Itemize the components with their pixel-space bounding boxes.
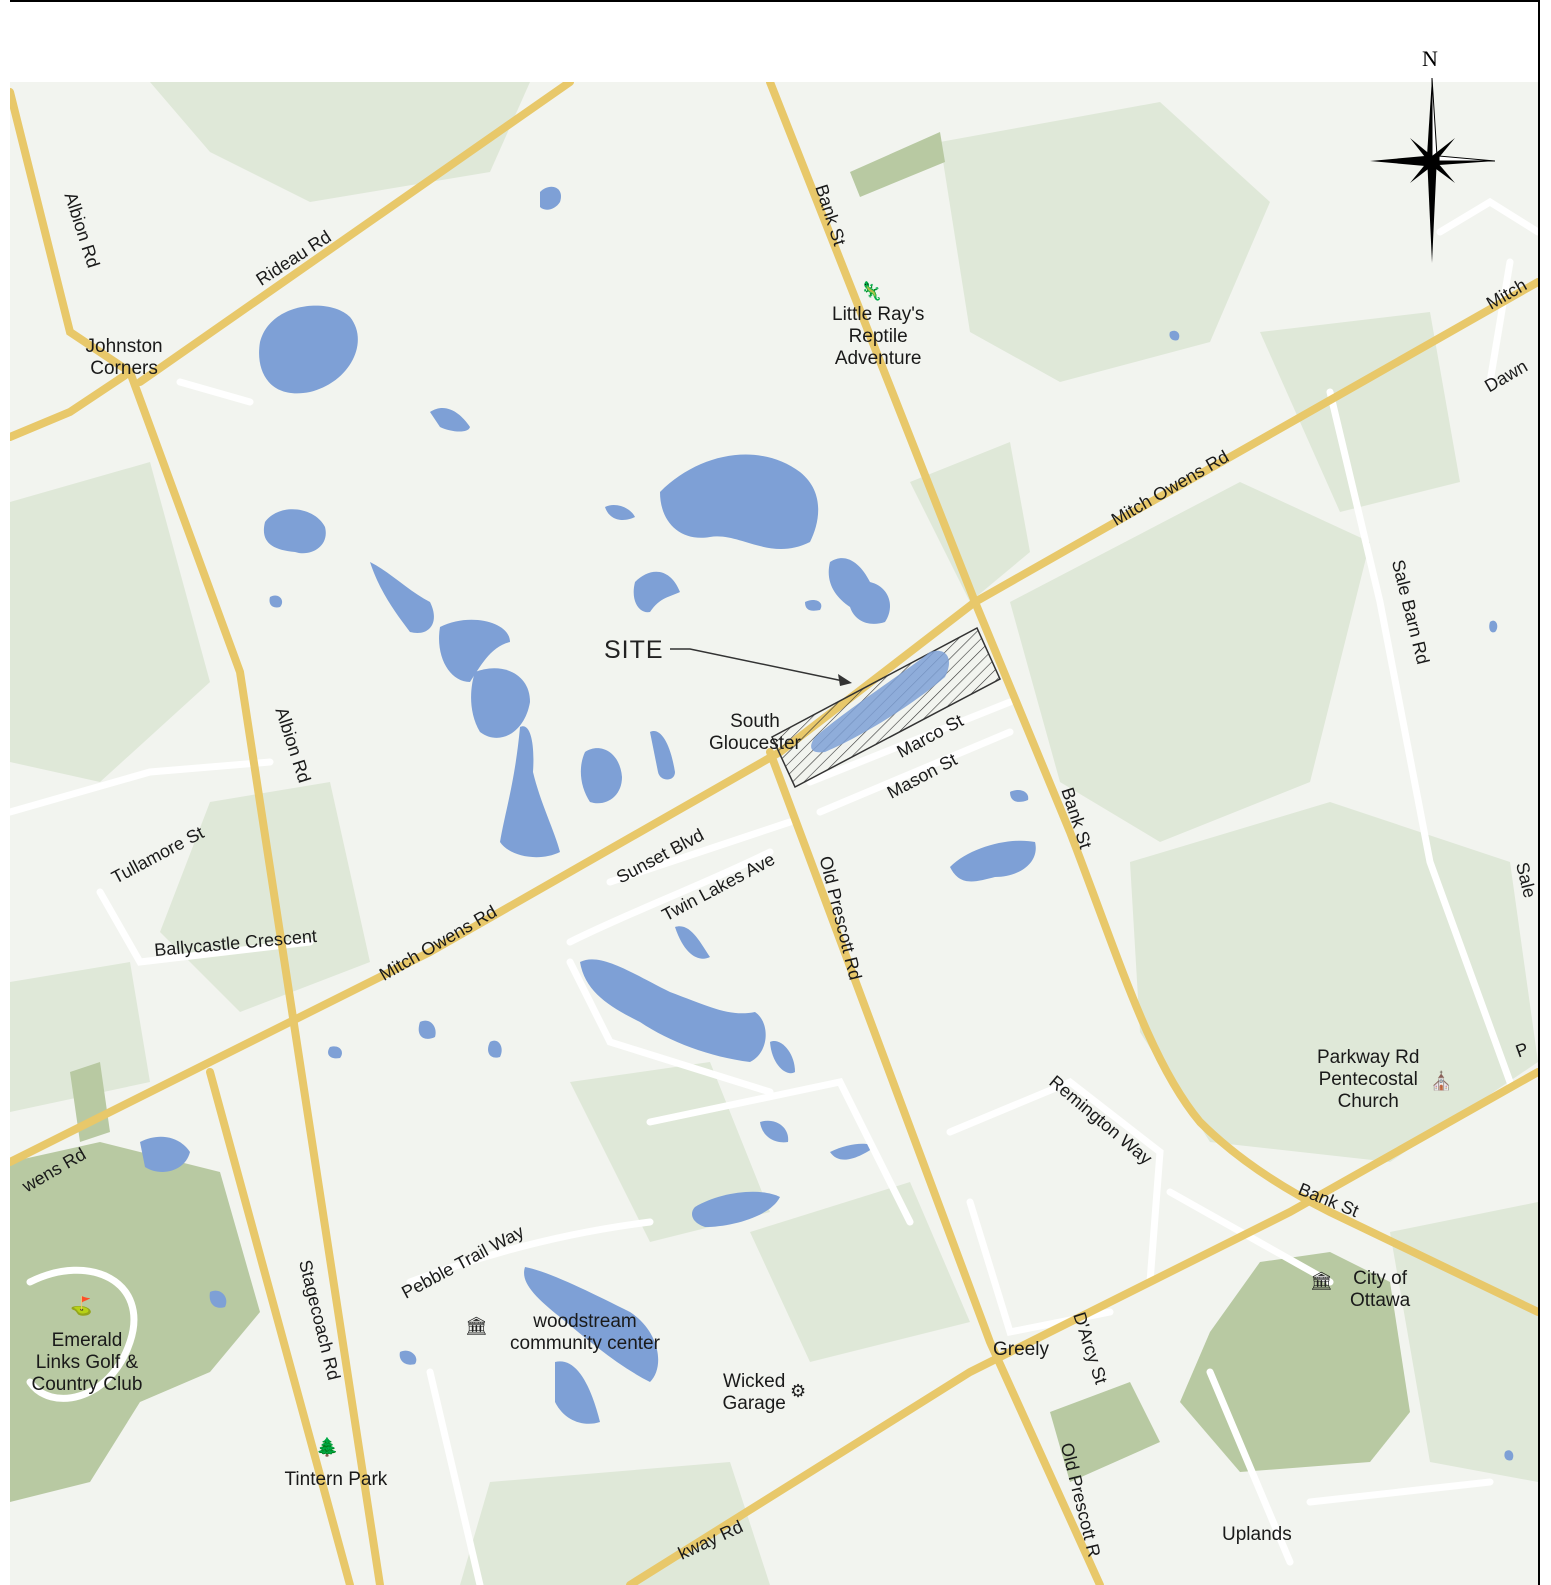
map-label-tintern-park[interactable]: Tintern Park <box>284 1469 388 1490</box>
site-label: SITE <box>604 636 664 664</box>
reptile-icon[interactable]: 🦎 <box>860 281 883 301</box>
map-label-johnston[interactable]: Johnston Corners <box>85 336 163 379</box>
map-label-wicked-garage[interactable]: Wicked Garage <box>722 1371 786 1414</box>
government-icon[interactable]: 🏛 <box>1310 1271 1333 1291</box>
map-label-emerald-links[interactable]: Emerald Links Golf & Country Club <box>31 1330 143 1395</box>
map-label-greely[interactable]: Greely <box>993 1339 1049 1360</box>
water-bodies <box>140 186 1514 1461</box>
map-label-woodstream[interactable]: woodstream community center <box>510 1311 660 1354</box>
church-icon[interactable]: ⛪ <box>1430 1071 1453 1091</box>
community-center-icon[interactable]: 🏛 <box>465 1316 488 1336</box>
park-tree-icon[interactable]: 🌲 <box>316 1437 339 1457</box>
north-label: N <box>1422 46 1438 71</box>
map-frame <box>10 0 1540 1585</box>
north-arrow-icon <box>1370 77 1495 263</box>
map-graphics <box>10 82 1538 1585</box>
map-label-parkway-church[interactable]: Parkway Rd Pentecostal Church <box>1317 1047 1420 1112</box>
map-label-city-of-ottawa[interactable]: City of Ottawa <box>1350 1268 1411 1311</box>
map-label-little-ray[interactable]: Little Ray's Reptile Adventure <box>832 304 925 369</box>
golf-icon[interactable]: ⛳ <box>70 1296 93 1316</box>
site-parcel <box>771 626 1001 789</box>
map-label-uplands[interactable]: Uplands <box>1222 1524 1292 1545</box>
minor-roads <box>10 197 1538 1585</box>
garage-icon[interactable]: ⚙ <box>790 1381 807 1401</box>
map-label-south-gloucester[interactable]: South Gloucester <box>709 711 801 754</box>
major-roads <box>10 82 1538 1585</box>
site-leader <box>670 648 852 686</box>
